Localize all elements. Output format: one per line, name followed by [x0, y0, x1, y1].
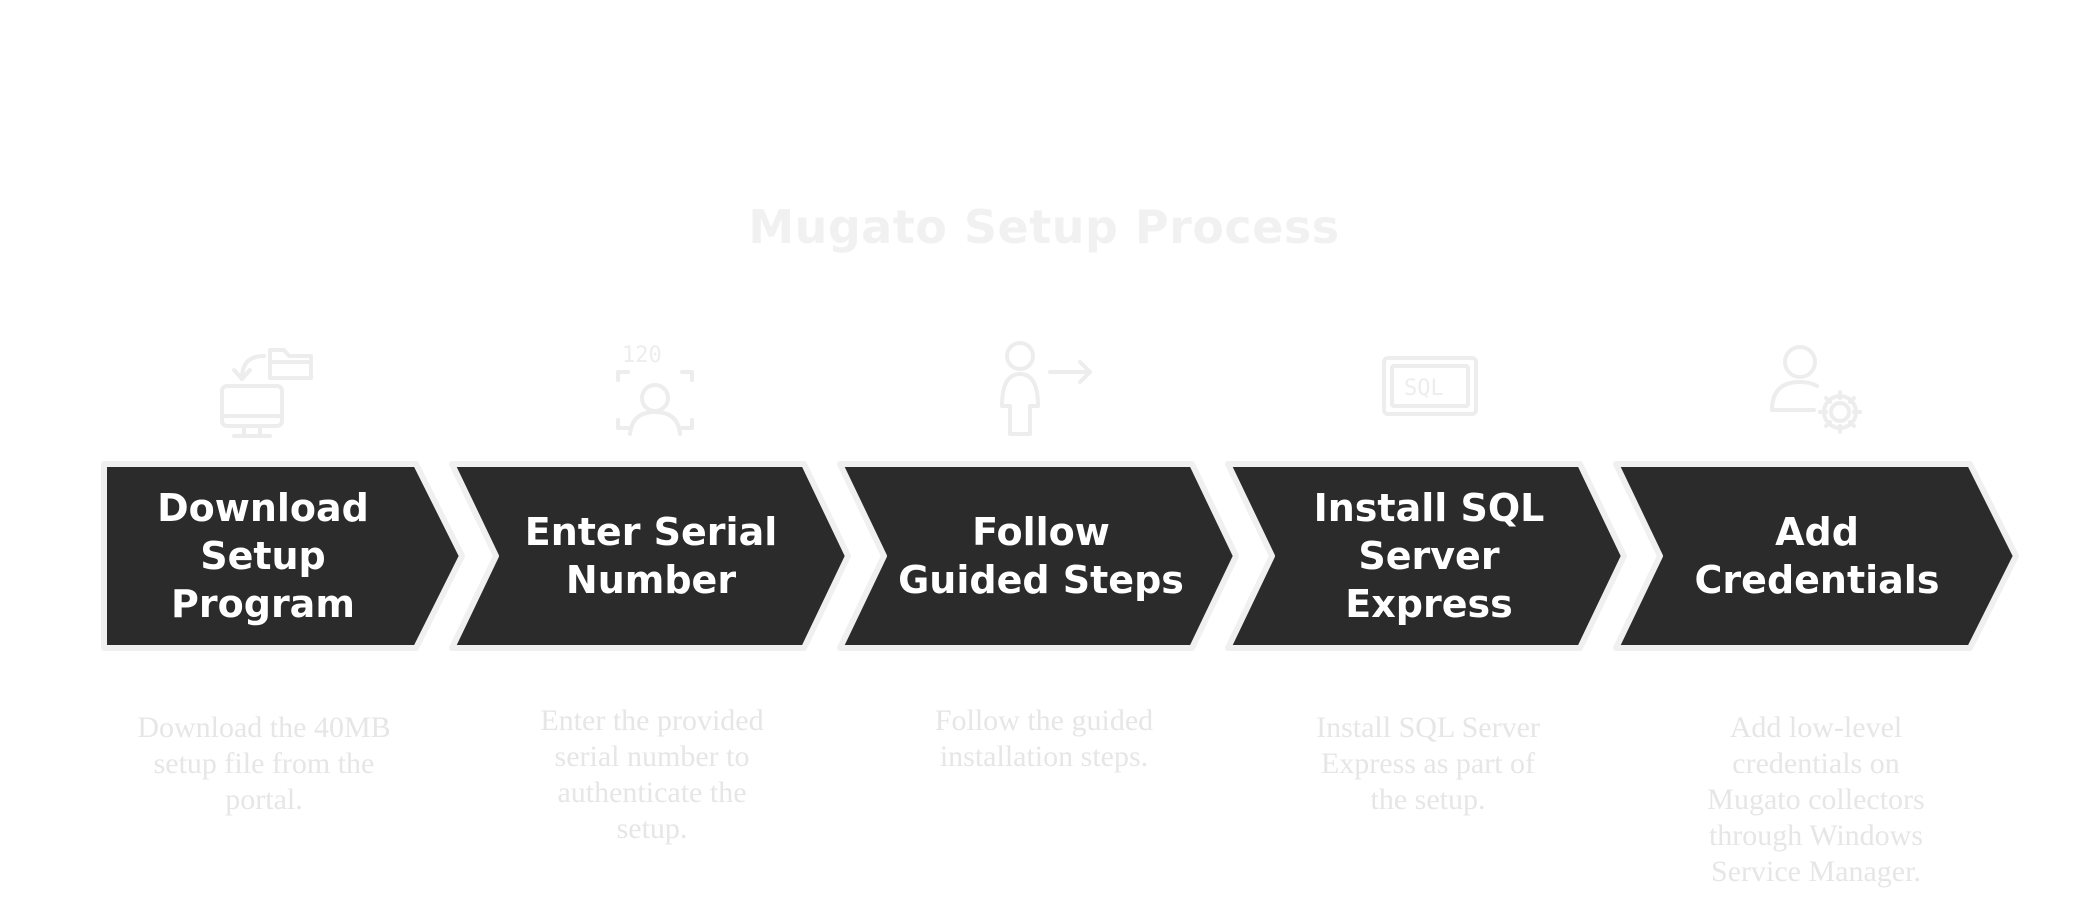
step-label-enter-serial: Enter Serial Number [488, 460, 814, 652]
description-line: credentials on [1732, 747, 1900, 780]
step-label-add-credentials: Add Credentials [1652, 460, 1982, 652]
step-description-add-credentials: Add low-level credentials on Mugato coll… [1636, 710, 1996, 890]
description-line: Add low-level [1729, 711, 1903, 744]
description-line: the setup. [1370, 783, 1486, 816]
step-arrow-install-sql: Install SQL Server Express [1224, 460, 1628, 652]
step-arrow-download-setup: Download Setup Program [100, 460, 470, 652]
label-line: Install SQL [1313, 486, 1545, 530]
scan-digits: 120 [622, 343, 662, 368]
description-line: Install SQL Server [1316, 711, 1540, 744]
description-line: Service Manager. [1711, 855, 1921, 888]
user-gear-icon [1764, 332, 1874, 442]
label-line: Guided Steps [898, 558, 1184, 602]
step-arrow-follow-steps: Follow Guided Steps [836, 460, 1240, 652]
page-title: Mugato Setup Process [748, 200, 1340, 254]
serial-number-scan-icon: 120 [600, 332, 710, 442]
sql-server-icon: SQL [1372, 332, 1482, 442]
label-line: Number [565, 558, 737, 602]
description-line: Enter the provided [540, 704, 764, 737]
label-line: Download [157, 486, 369, 530]
person-arrow-icon [990, 332, 1100, 442]
description-line: Mugato collectors [1707, 783, 1925, 816]
description-line: setup file from the [153, 747, 375, 780]
sql-text: SQL [1404, 376, 1444, 401]
description-line: setup. [616, 812, 688, 845]
description-line: authenticate the [557, 776, 747, 809]
description-line: Follow the guided [934, 704, 1154, 737]
download-computer-icon [208, 332, 318, 442]
description-line: Download the 40MB [137, 711, 391, 744]
label-line: Express [1345, 582, 1513, 626]
step-label-install-sql: Install SQL Server Express [1264, 460, 1594, 652]
step-arrow-enter-serial: Enter Serial Number [448, 460, 852, 652]
step-arrow-add-credentials: Add Credentials [1612, 460, 2022, 652]
step-description-follow-steps: Follow the guided installation steps. [864, 703, 1224, 775]
label-line: Enter Serial [524, 510, 778, 554]
description-line: installation steps. [939, 740, 1149, 773]
step-label-download-setup: Download Setup Program [100, 460, 426, 652]
label-line: Setup [200, 534, 326, 578]
description-line: portal. [225, 783, 303, 816]
description-line: serial number to [554, 740, 750, 773]
description-line: through Windows [1708, 819, 1924, 852]
label-line: Add [1775, 510, 1859, 554]
description-line: Express as part of [1320, 747, 1536, 780]
step-description-enter-serial: Enter the provided serial number to auth… [472, 703, 832, 847]
label-line: Server [1358, 534, 1500, 578]
step-description-download-setup: Download the 40MB setup file from the po… [84, 710, 444, 818]
label-line: Credentials [1694, 558, 1940, 602]
step-description-install-sql: Install SQL Server Express as part of th… [1248, 710, 1608, 818]
step-label-follow-steps: Follow Guided Steps [876, 460, 1206, 652]
label-line: Program [171, 582, 355, 626]
label-line: Follow [972, 510, 1110, 554]
